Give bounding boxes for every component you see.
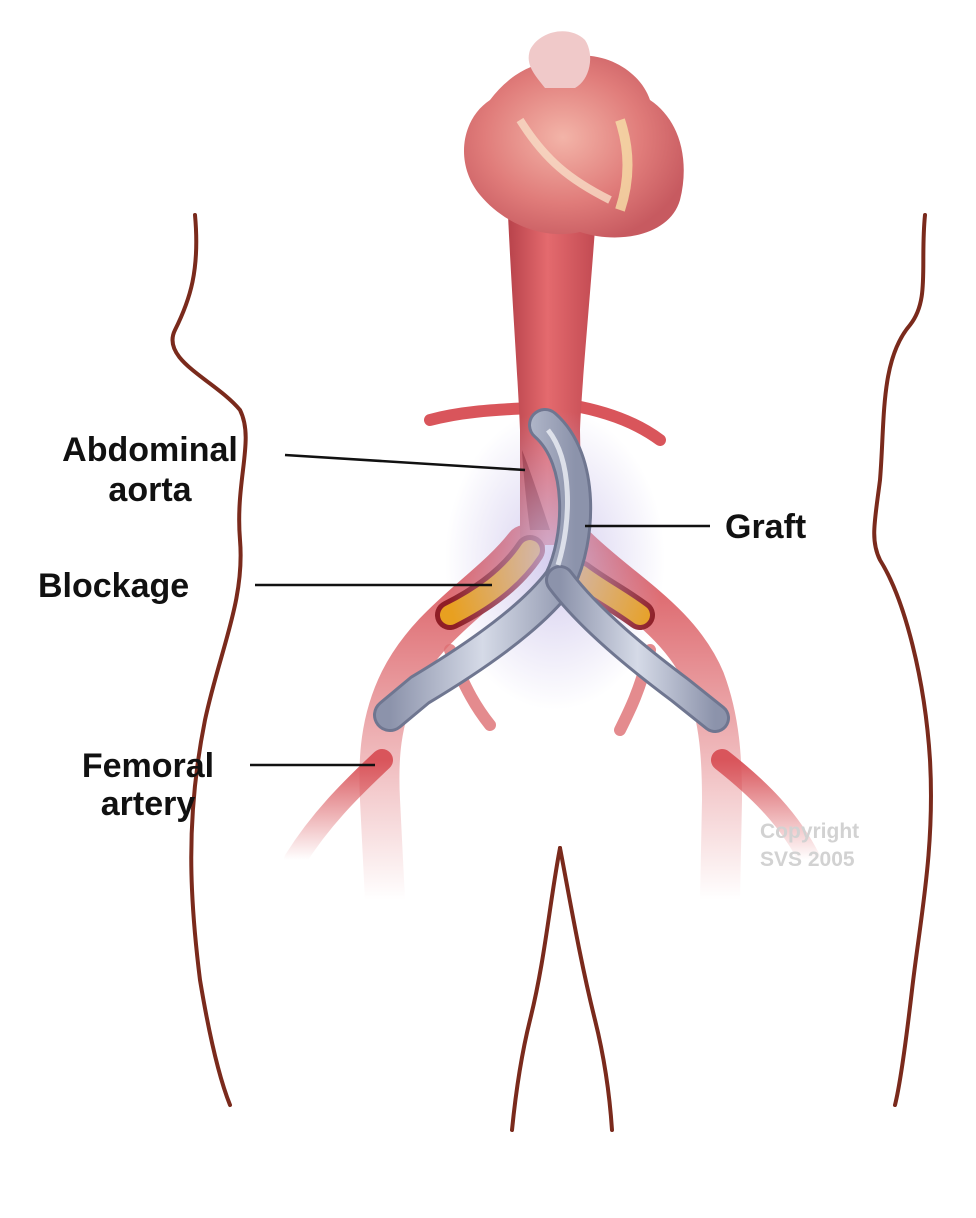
label-artery: artery [101,785,196,823]
label-graft: Graft [725,508,806,546]
watermark-line1: Copyright [760,820,859,843]
inner-left-thigh-outline [512,848,560,1130]
renal-artery-left [430,408,530,420]
graft [390,410,715,718]
heart-illustration [464,31,684,237]
label-abdominal: Abdominal [62,431,238,469]
left-body-outline [172,215,245,1105]
label-femoral: Femoral [82,747,214,785]
watermark-line2: SVS 2005 [760,848,855,871]
right-body-outline [874,215,931,1105]
inner-right-thigh-outline [560,848,612,1130]
label-blockage: Blockage [38,567,189,605]
label-aorta: aorta [108,471,192,509]
